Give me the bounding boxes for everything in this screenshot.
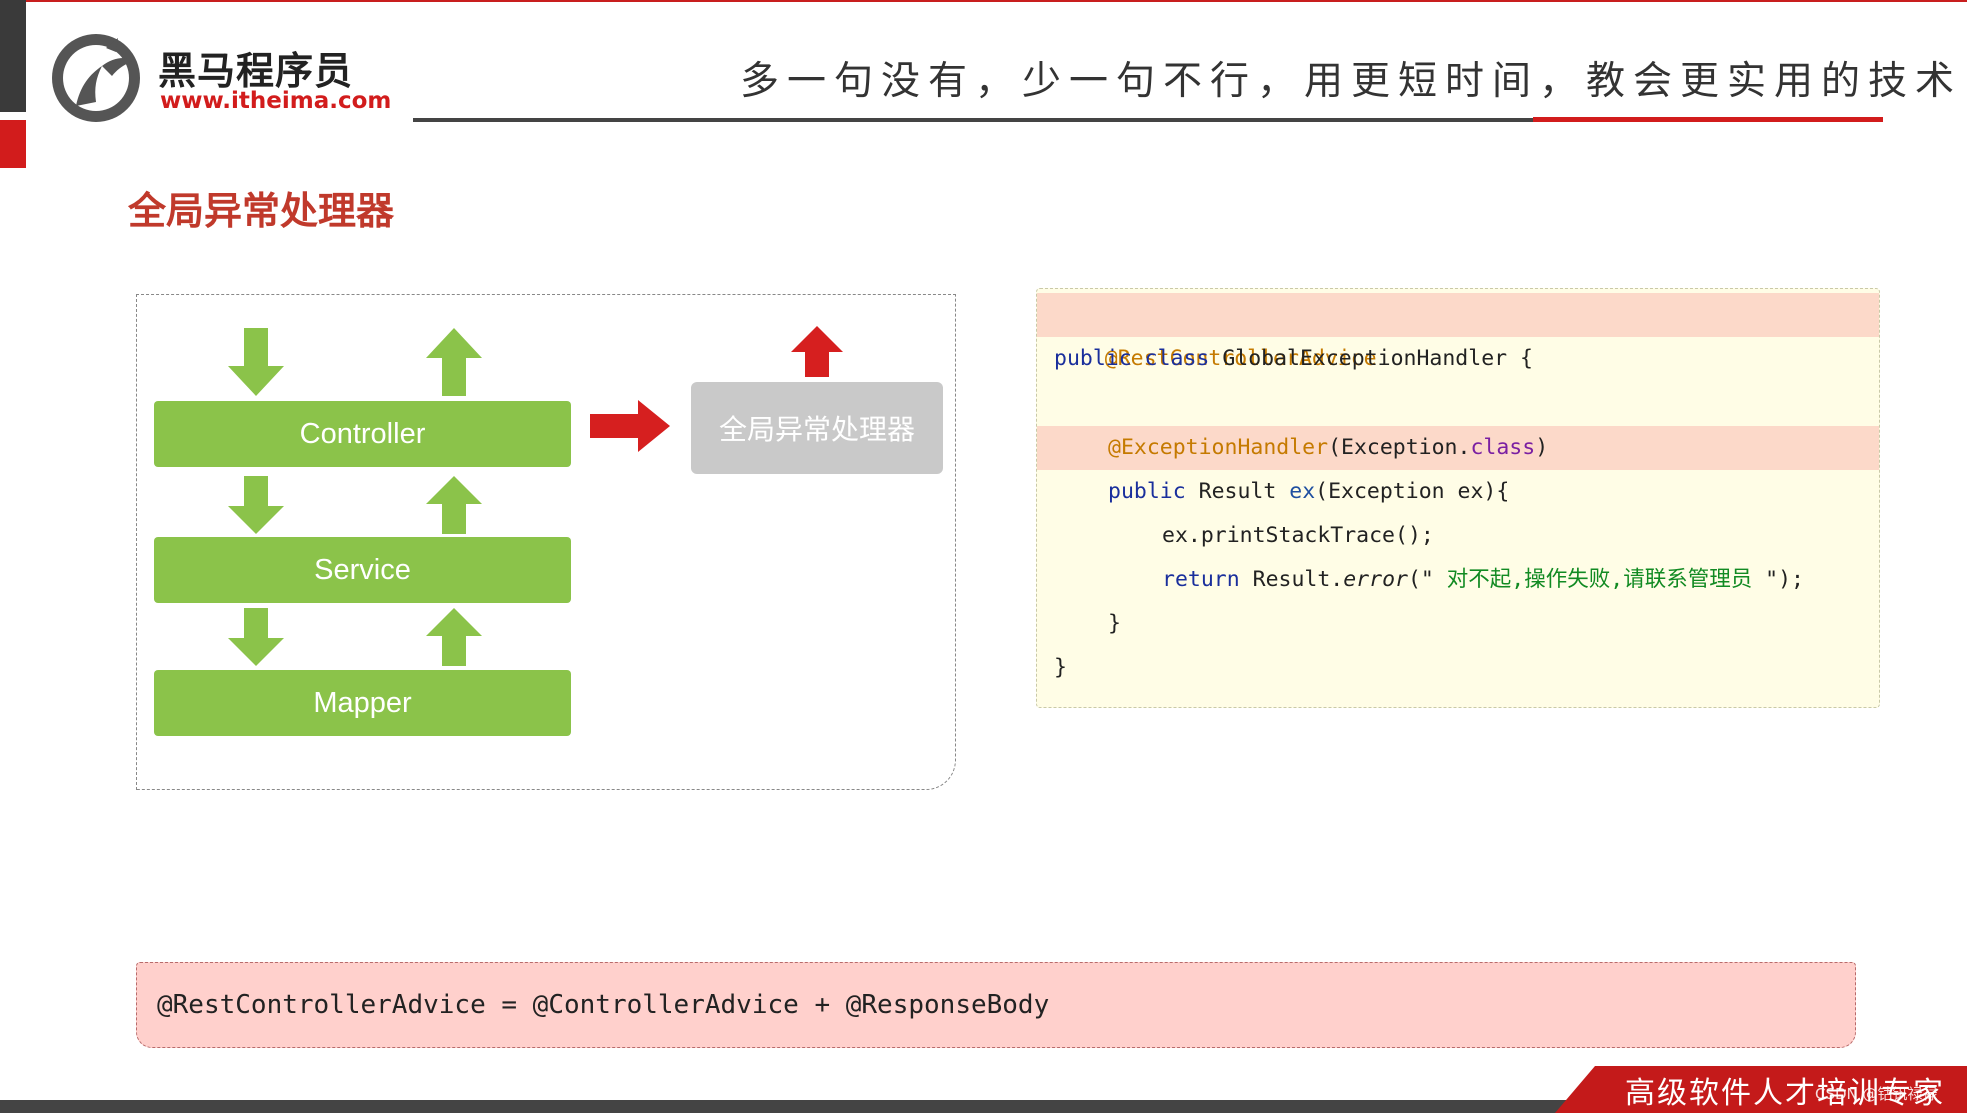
down-arrow-icon	[228, 608, 284, 666]
left-red-bar	[0, 120, 26, 168]
top-accent-line	[0, 0, 1967, 2]
method-params: (Exception ex){	[1315, 479, 1510, 504]
architecture-diagram	[136, 294, 956, 790]
horse-logo-icon	[52, 34, 140, 122]
code-line-method-sig: public Result ex(Exception ex){	[1037, 470, 1879, 514]
keyword-class: class	[1144, 346, 1210, 371]
controller-layer: Controller	[154, 401, 571, 467]
up-arrow-icon	[426, 328, 482, 396]
print-stack-statement: ex.printStackTrace();	[1162, 523, 1434, 548]
down-arrow-icon	[228, 328, 284, 396]
class-name: GlobalExceptionHandler {	[1222, 346, 1533, 371]
annotation-arg-class: class	[1470, 435, 1536, 460]
close-method-brace: }	[1108, 611, 1121, 636]
header-divider-red	[1533, 117, 1883, 122]
footer-tagline: 高级软件人才培训专家	[1625, 1076, 1945, 1111]
up-arrow-icon	[426, 476, 482, 534]
code-line-print-stack: ex.printStackTrace();	[1037, 514, 1879, 558]
exception-handler-annotation: @ExceptionHandler	[1108, 435, 1329, 460]
code-line-close-class: }	[1037, 646, 1879, 690]
down-arrow-icon	[228, 476, 284, 534]
error-message-string: 对不起,操作失败,请联系管理员	[1433, 567, 1766, 592]
code-line-class-decl: public class GlobalExceptionHandler {	[1037, 337, 1879, 381]
footer-bar	[0, 1100, 1967, 1113]
page-title: 全局异常处理器	[128, 189, 395, 233]
return-close: ");	[1765, 567, 1804, 592]
header-divider-dark	[413, 118, 1533, 122]
formula-text: @RestControllerAdvice = @ControllerAdvic…	[157, 990, 1050, 1020]
code-line-exception-handler: @ExceptionHandler(Exception.class)	[1037, 426, 1879, 470]
logo-website: www.itheima.com	[160, 88, 392, 114]
footer-red-banner	[1555, 1066, 1967, 1113]
rest-controller-advice-annotation: @RestControllerAdvice	[1104, 346, 1377, 371]
formula-box: @RestControllerAdvice = @ControllerAdvic…	[136, 962, 1856, 1048]
service-layer: Service	[154, 537, 571, 603]
mapper-layer: Mapper	[154, 670, 571, 736]
keyword-public: public	[1054, 346, 1132, 371]
return-open: ("	[1407, 567, 1434, 592]
code-block: @RestControllerAdvice public class Globa…	[1036, 288, 1880, 708]
csdn-watermark: CSDN @钴钒禄禄	[1815, 1085, 1938, 1103]
left-dark-bar	[0, 0, 26, 112]
annotation-arg-close: )	[1535, 435, 1549, 460]
return-object: Result.	[1252, 567, 1344, 592]
right-arrow-icon	[590, 400, 670, 452]
keyword-return: return	[1162, 567, 1240, 592]
logo-brand-name: 黑马程序员	[158, 49, 354, 93]
return-method: error	[1343, 567, 1408, 592]
code-line-close-method: }	[1037, 602, 1879, 646]
slogan: 多一句没有，少一句不行，用更短时间，教会更实用的技术!	[740, 59, 1967, 104]
up-arrow-icon	[426, 608, 482, 666]
global-exception-handler-box: 全局异常处理器	[691, 382, 943, 474]
method-name: ex	[1289, 479, 1316, 504]
close-class-brace: }	[1054, 655, 1067, 680]
keyword-public: public	[1108, 479, 1186, 504]
return-type: Result	[1198, 479, 1277, 504]
code-line-annotation: @RestControllerAdvice	[1037, 293, 1879, 371]
annotation-arg: (Exception.	[1328, 435, 1471, 460]
code-line-return: return Result.error(" 对不起,操作失败,请联系管理员 ")…	[1037, 558, 1879, 602]
up-red-arrow-icon	[791, 326, 843, 377]
